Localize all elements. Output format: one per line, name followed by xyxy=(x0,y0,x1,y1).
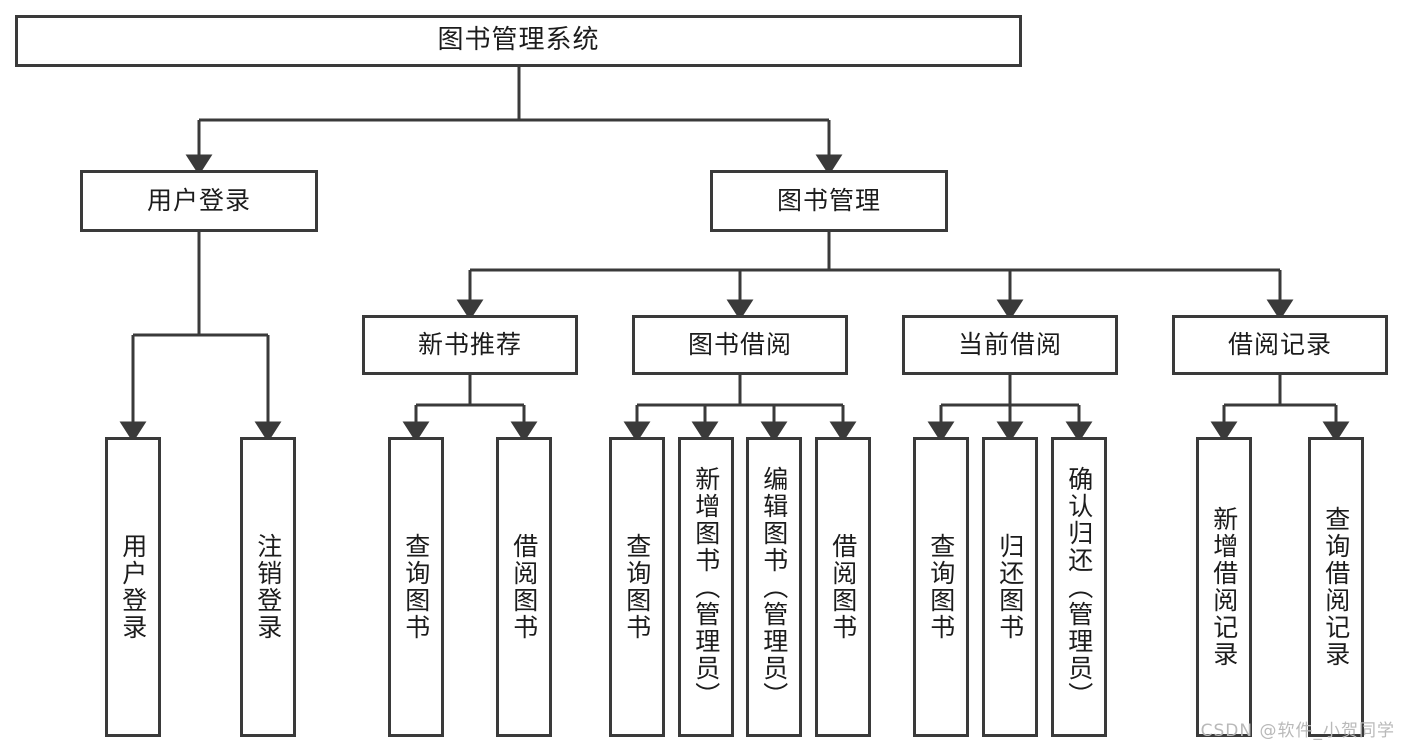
node-label: 编辑图书（管理员） xyxy=(759,465,789,709)
node-label: 确认归还（管理员） xyxy=(1064,465,1094,709)
node-current-borrow[interactable]: 当前借阅 xyxy=(902,315,1118,375)
node-label: 查询借阅记录 xyxy=(1321,506,1351,668)
leaf-return-book[interactable]: 归还图书 xyxy=(982,437,1038,737)
node-label: 注销登录 xyxy=(253,533,283,641)
node-label: 查询图书 xyxy=(401,533,431,641)
leaf-logout[interactable]: 注销登录 xyxy=(240,437,296,737)
node-label: 新增图书（管理员） xyxy=(691,465,721,709)
leaf-user-login[interactable]: 用户登录 xyxy=(105,437,161,737)
node-label: 图书管理 xyxy=(776,185,881,215)
node-label: 用户登录 xyxy=(146,185,251,215)
node-label: 查询图书 xyxy=(926,533,956,641)
node-book-management[interactable]: 图书管理 xyxy=(710,170,948,232)
node-label: 借阅图书 xyxy=(509,533,539,641)
watermark-text: CSDN @软件_小贺同学 xyxy=(1200,721,1395,741)
node-borrow-record[interactable]: 借阅记录 xyxy=(1172,315,1388,375)
leaf-borrow-book[interactable]: 借阅图书 xyxy=(815,437,871,737)
node-label: 用户登录 xyxy=(118,533,148,641)
node-label: 借阅记录 xyxy=(1227,329,1332,359)
leaf-borrow-book-recommend[interactable]: 借阅图书 xyxy=(496,437,552,737)
leaf-query-book[interactable]: 查询图书 xyxy=(609,437,665,737)
node-label: 归还图书 xyxy=(995,533,1025,641)
node-new-book-recommend[interactable]: 新书推荐 xyxy=(362,315,578,375)
leaf-query-book-current[interactable]: 查询图书 xyxy=(913,437,969,737)
leaf-query-borrow-record[interactable]: 查询借阅记录 xyxy=(1308,437,1364,737)
node-label: 图书借阅 xyxy=(687,329,792,359)
leaf-query-book-recommend[interactable]: 查询图书 xyxy=(388,437,444,737)
node-label: 借阅图书 xyxy=(828,533,858,641)
node-label: 当前借阅 xyxy=(957,329,1062,359)
node-label: 图书管理系统 xyxy=(437,25,600,56)
node-label: 新增借阅记录 xyxy=(1209,506,1239,668)
leaf-confirm-return-admin[interactable]: 确认归还（管理员） xyxy=(1051,437,1107,737)
leaf-edit-book-admin[interactable]: 编辑图书（管理员） xyxy=(746,437,802,737)
node-root-system[interactable]: 图书管理系统 xyxy=(15,15,1022,67)
leaf-add-borrow-record[interactable]: 新增借阅记录 xyxy=(1196,437,1252,737)
node-label: 新书推荐 xyxy=(417,329,522,359)
node-book-borrow[interactable]: 图书借阅 xyxy=(632,315,848,375)
node-label: 查询图书 xyxy=(622,533,652,641)
node-user-login[interactable]: 用户登录 xyxy=(80,170,318,232)
leaf-add-book-admin[interactable]: 新增图书（管理员） xyxy=(678,437,734,737)
